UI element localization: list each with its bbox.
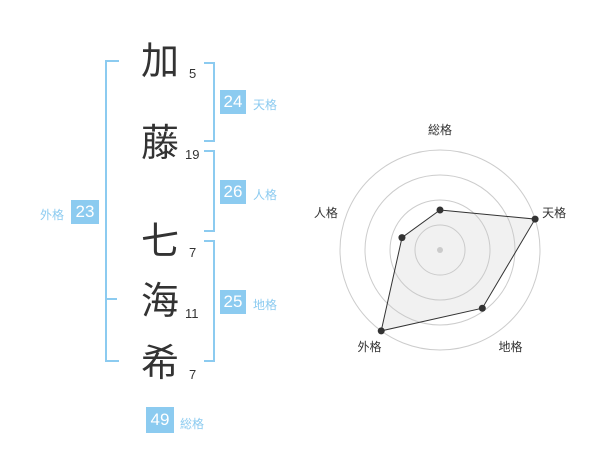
chikaku-label: 地格	[253, 298, 278, 312]
jinkaku-value-badge: 26	[220, 180, 246, 204]
jinkaku-bracket	[204, 150, 215, 232]
radar-point-1	[531, 215, 539, 223]
char-1: 加	[140, 39, 179, 83]
char-3: 七	[140, 219, 179, 263]
radar-axis-label-2: 地格	[499, 339, 523, 354]
stroke-count-1: 5	[189, 66, 197, 81]
gaikaku-label: 外格	[40, 208, 65, 222]
radar-ring-3	[364, 174, 516, 326]
chikaku-bracket	[204, 240, 215, 362]
soukaku-value-badge: 49	[146, 407, 174, 433]
char-5: 希	[140, 341, 179, 385]
stroke-count-2: 19	[185, 147, 200, 162]
char-2: 藤	[140, 121, 179, 165]
tenkaku-bracket	[204, 62, 215, 142]
radar-polygon	[380, 209, 536, 332]
radar-point-0	[436, 206, 444, 214]
radar-axis-label-1: 天格	[542, 205, 566, 220]
radar-ring-2	[389, 199, 491, 301]
radar-point-2	[478, 304, 486, 312]
radar-axis-label-4: 人格	[314, 205, 338, 220]
tenkaku-value-badge: 24	[220, 90, 246, 114]
stroke-count-4: 11	[185, 306, 199, 321]
char-4: 海	[140, 279, 179, 323]
radar-ring-1	[414, 224, 466, 276]
radar-axis-label-0: 総格	[428, 122, 452, 137]
radar-axis-label-3: 外格	[357, 339, 381, 354]
chikaku-value-badge: 25	[220, 290, 246, 314]
gaikaku-bracket-mid-tick	[105, 298, 117, 300]
jinkaku-label: 人格	[253, 188, 278, 202]
soukaku-label: 総格	[180, 417, 205, 431]
radar-ring-4	[339, 149, 541, 351]
radar-center-dot	[437, 247, 443, 253]
gaikaku-bracket	[105, 60, 119, 362]
stroke-count-5: 7	[189, 367, 197, 382]
gaikaku-value-badge: 23	[71, 200, 99, 224]
stroke-count-3: 7	[189, 245, 197, 260]
tenkaku-label: 天格	[253, 98, 278, 112]
radar-point-4	[398, 234, 406, 242]
radar-point-3	[377, 327, 385, 335]
